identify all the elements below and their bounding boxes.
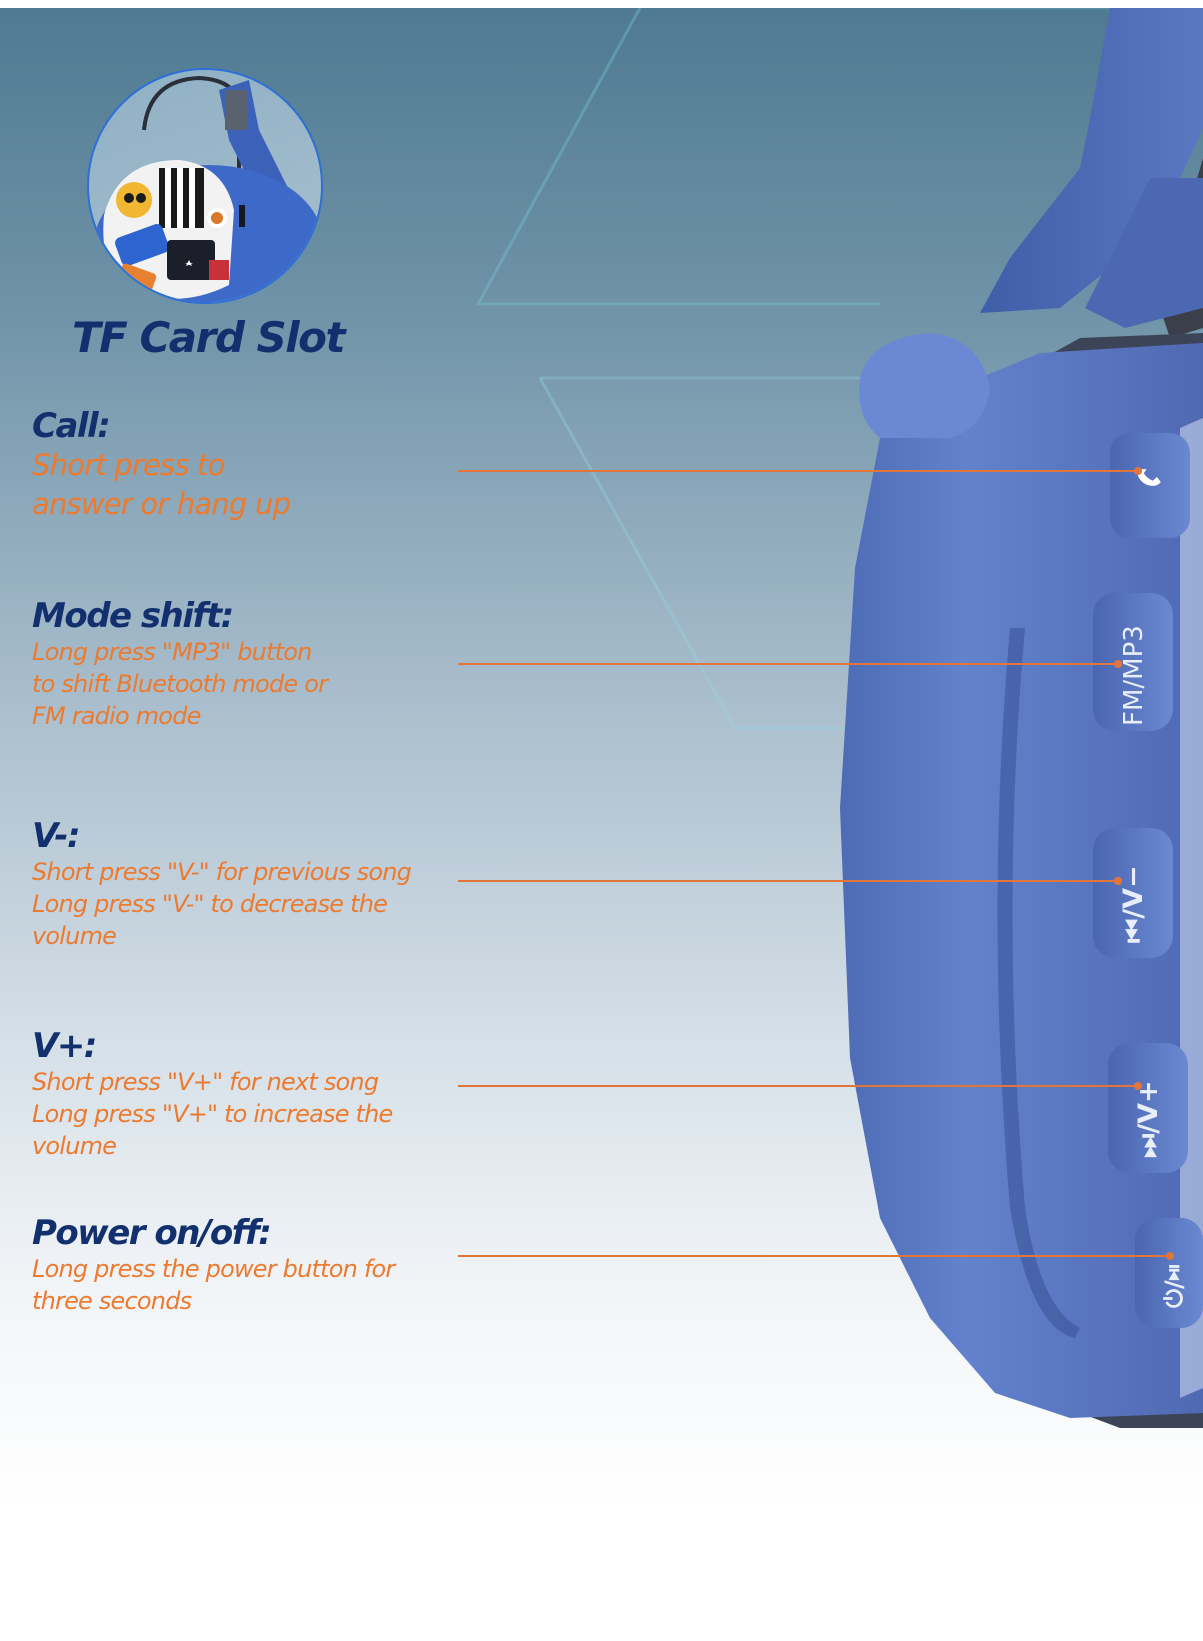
call-title: Call: [32, 406, 111, 446]
mode-shift-desc-line-3: FM radio mode [32, 702, 201, 730]
power-button-label: ⏻/⏯ [1160, 1264, 1188, 1308]
power-callout-dot [1166, 1252, 1174, 1260]
volume-up-callout-line [458, 1085, 1138, 1087]
mode-shift-title: Mode shift: [32, 596, 234, 636]
call-callout-dot [1134, 467, 1142, 475]
volume-down-desc-line-3: volume [32, 922, 117, 950]
power-title: Power on/off: [32, 1213, 272, 1253]
tf-card-slot-title: TF Card Slot [72, 313, 346, 362]
volume-up-desc-line-3: volume [32, 1132, 117, 1160]
mode-shift-callout-line [458, 663, 1118, 665]
background-decoration [475, 8, 1203, 730]
call-desc-line-2: answer or hang up [32, 487, 291, 521]
volume-down-callout-dot [1114, 877, 1122, 885]
vminus-button-label: ⏮/V− [1118, 865, 1149, 943]
volume-up-desc-line-1: Short press "V+" for next song [32, 1068, 379, 1096]
volume-down-title: V-: [32, 816, 81, 856]
power-desc-line-1: Long press the power button for [32, 1255, 395, 1283]
mode-shift-callout-dot [1114, 660, 1122, 668]
call-callout-line [458, 470, 1138, 472]
mode-button-label: FM/MP3 [1119, 625, 1149, 726]
power-feature: Power on/off: Long press the power butto… [32, 1213, 462, 1317]
vplus-button-label: ⏭/V+ [1133, 1080, 1164, 1158]
volume-down-desc-line-1: Short press "V-" for previous song [32, 858, 412, 886]
mode-shift-feature: Mode shift: Long press "MP3" button to s… [32, 596, 462, 732]
volume-down-feature: V-: Short press "V-" for previous song L… [32, 816, 462, 952]
volume-up-callout-dot [1134, 1082, 1142, 1090]
volume-up-title: V+: [32, 1026, 97, 1066]
mode-shift-desc-line-2: to shift Bluetooth mode or [32, 670, 328, 698]
volume-down-desc-line-2: Long press "V-" to decrease the [32, 890, 388, 918]
call-desc-line-1: Short press to [32, 448, 225, 482]
mode-shift-desc-line-1: Long press "MP3" button [32, 638, 312, 666]
volume-down-callout-line [458, 880, 1118, 882]
phone-icon [1137, 469, 1161, 486]
tf-card-illustration [94, 75, 321, 302]
power-callout-line [458, 1255, 1170, 1257]
volume-up-feature: V+: Short press "V+" for next song Long … [32, 1026, 462, 1162]
call-feature: Call: Short press to answer or hang up [32, 406, 462, 524]
volume-up-desc-line-2: Long press "V+" to increase the [32, 1100, 393, 1128]
power-desc-line-2: three seconds [32, 1287, 192, 1315]
tf-card-slot-photo [87, 68, 323, 304]
product-panel: FM/MP3 ⏮/V− ⏭/V+ ⏻/⏯ [0, 8, 1203, 1508]
